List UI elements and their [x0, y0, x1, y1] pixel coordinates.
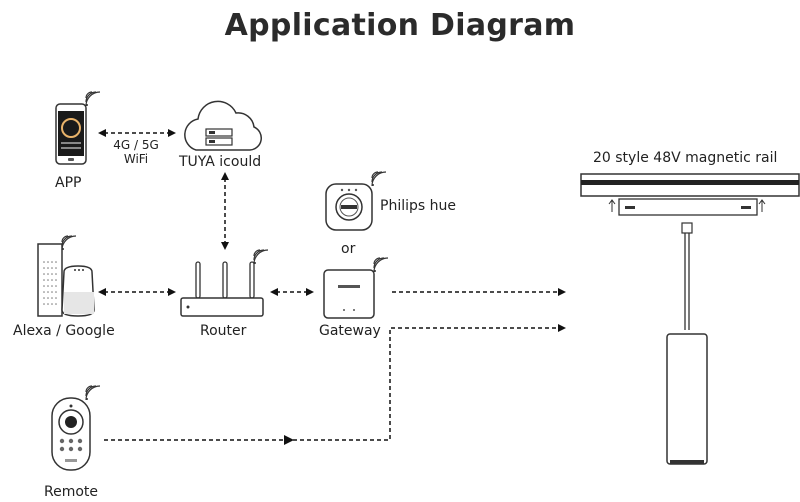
label-gateway: Gateway [319, 323, 381, 339]
label-philips-hue: Philips hue [380, 198, 456, 214]
magnetic-rail-light-icon [580, 173, 800, 465]
connector-arrow-head [284, 435, 294, 445]
label-app: APP [55, 175, 82, 191]
connector-remote-rail [104, 324, 566, 441]
label-cloud: TUYA icould [179, 154, 262, 170]
gateway-icon [323, 257, 389, 319]
philips-hue-bridge-icon [325, 171, 387, 231]
label-alexa-google: Alexa / Google [13, 323, 115, 339]
label-rail: 20 style 48V magnetic rail [593, 150, 778, 166]
connection-line-2: WiFi [123, 152, 149, 166]
remote-control-icon [51, 385, 101, 471]
router-icon [180, 249, 269, 317]
label-router: Router [200, 323, 247, 339]
connection-line-1: 4G / 5G [113, 138, 159, 152]
label-remote: Remote [44, 484, 99, 500]
label-or: or [341, 241, 356, 257]
smart-speaker-icon [37, 235, 95, 317]
label-connection-type: 4G / 5G WiFi [104, 138, 168, 166]
cloud-server-icon [184, 100, 262, 151]
smartphone-icon [55, 91, 101, 165]
diagram-title: Application Diagram [224, 8, 576, 43]
